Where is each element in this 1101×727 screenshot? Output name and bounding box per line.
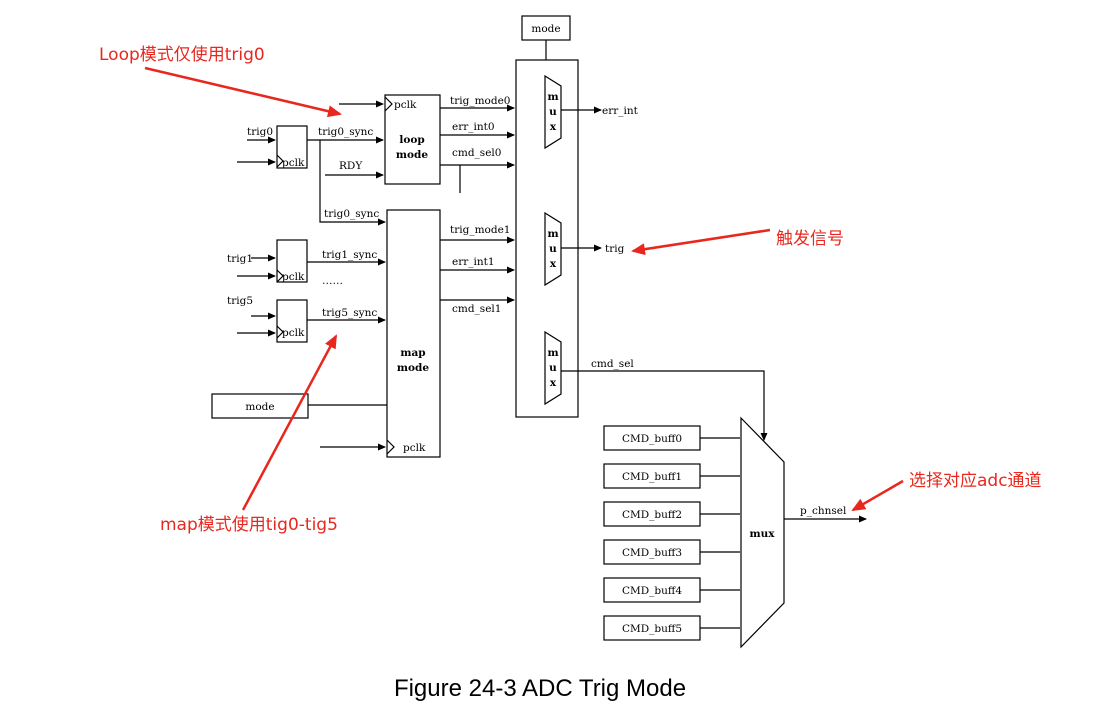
figure-caption: Figure 24-3 ADC Trig Mode [394, 675, 686, 702]
map-note: map模式使用tig0-tig5 [160, 514, 338, 535]
svg-text:x: x [550, 258, 557, 270]
svg-text:cmd_sel1: cmd_sel1 [452, 303, 501, 315]
ellipsis: …… [322, 275, 343, 287]
mux-trig [544, 211, 562, 287]
svg-text:mode: mode [396, 149, 428, 161]
svg-text:trig1_sync: trig1_sync [322, 249, 377, 261]
output-mux [740, 416, 785, 649]
svg-text:err_int0: err_int0 [452, 121, 495, 133]
err-int-label: err_int [602, 105, 639, 117]
mode-top-box [521, 15, 571, 41]
svg-text:pclk: pclk [282, 271, 305, 283]
svg-text:x: x [550, 121, 557, 133]
loop-mode-block [384, 94, 441, 185]
svg-text:CMD_buff2: CMD_buff2 [622, 509, 682, 521]
map-mode-block [386, 209, 441, 458]
loop-note: Loop模式仅使用trig0 [99, 44, 265, 65]
svg-text:u: u [549, 243, 557, 255]
p-chnsel-label: p_chnsel [800, 505, 847, 517]
svg-text:mode: mode [397, 362, 429, 374]
trig-label: trig [605, 243, 625, 255]
cmd-sel-label: cmd_sel [591, 358, 634, 370]
svg-text:map: map [400, 347, 425, 359]
svg-text:m: m [547, 228, 558, 240]
trig-note: 触发信号 [776, 229, 844, 249]
svg-text:err_int1: err_int1 [452, 256, 495, 268]
svg-text:trig_mode1: trig_mode1 [450, 224, 510, 236]
trig5-sync-ff [276, 299, 308, 343]
svg-text:trig0: trig0 [247, 126, 273, 138]
svg-text:loop: loop [399, 134, 424, 146]
svg-text:mode: mode [245, 401, 274, 413]
svg-text:trig1: trig1 [227, 253, 253, 265]
svg-text:mux: mux [749, 528, 775, 540]
svg-text:cmd_sel0: cmd_sel0 [452, 147, 501, 159]
svg-text:trig0_sync: trig0_sync [318, 126, 373, 138]
chnsel-note: 选择对应adc通道 [909, 471, 1042, 491]
svg-text:pclk: pclk [282, 157, 305, 169]
mux-cmd-sel [544, 330, 562, 406]
svg-text:pclk: pclk [394, 99, 417, 111]
rdy-label: RDY [339, 160, 363, 172]
svg-text:CMD_buff4: CMD_buff4 [622, 585, 682, 597]
svg-text:x: x [550, 377, 557, 389]
svg-text:CMD_buff5: CMD_buff5 [622, 623, 682, 635]
svg-text:u: u [549, 106, 557, 118]
svg-text:m: m [547, 347, 558, 359]
svg-text:trig5: trig5 [227, 295, 253, 307]
mode-left-box [211, 393, 309, 419]
trig0-sync-ff [276, 125, 308, 169]
svg-text:CMD_buff0: CMD_buff0 [622, 433, 682, 445]
svg-text:trig5_sync: trig5_sync [322, 307, 377, 319]
cmd-buffers: CMD_buff0 CMD_buff1 CMD_buff2 CMD_buff3 … [603, 425, 740, 641]
mux-err-int [544, 74, 562, 150]
svg-text:trig0_sync: trig0_sync [324, 208, 379, 220]
svg-text:u: u [549, 362, 557, 374]
mode-top-label: mode [531, 23, 560, 35]
svg-text:CMD_buff1: CMD_buff1 [622, 471, 682, 483]
svg-text:m: m [547, 91, 558, 103]
svg-text:pclk: pclk [403, 442, 426, 454]
svg-text:CMD_buff3: CMD_buff3 [622, 547, 682, 559]
svg-text:trig_mode0: trig_mode0 [450, 95, 510, 107]
svg-text:pclk: pclk [282, 327, 305, 339]
